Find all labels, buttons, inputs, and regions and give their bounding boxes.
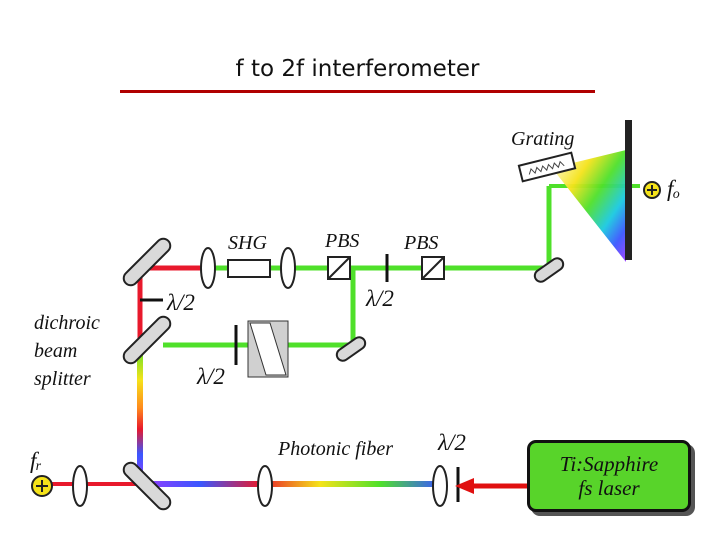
laser-label-line1: Ti:Sapphire [559,451,659,476]
grating-label: Grating [511,128,575,150]
laser-label-line2: fs laser [578,476,640,500]
lens-fiber-out [432,465,448,507]
pbs-cubes [327,256,445,280]
shg-crystal [227,259,271,278]
beam-paths [42,150,640,487]
lens-fiber-in [257,465,273,507]
dichroic-label-line3: splitter [34,368,91,390]
pbs-label-right: PBS [404,232,439,254]
spectrum-fan [552,150,626,262]
title-underline [120,90,595,93]
delay-wedges [247,320,289,378]
rainbow-beam-bottom [140,481,440,487]
mirror-top-right [533,257,565,283]
half-wave-label-3: λ/2 [197,364,225,389]
mirrors [122,237,565,511]
shg-label: SHG [228,232,267,254]
page-title: f to 2f interferometer [235,56,480,82]
grating [517,151,577,183]
dichroic-beam-splitter [122,315,172,365]
half-wave-plates [140,254,460,502]
mirror-bottom-left [122,461,172,511]
fr-label: fᵣ [30,448,43,473]
mirror-middle-right [335,336,367,362]
laser-output-arrow [455,478,527,494]
pbs-label-left: PBS [325,230,360,252]
detectors [31,181,661,497]
lenses [72,247,448,507]
half-wave-label-4: λ/2 [438,430,466,455]
dichroic-label-line2: beam [34,340,78,362]
lens-detector-fr [72,465,88,507]
lens-shg-out [280,247,296,289]
rainbow-beam-vertical [137,345,143,485]
f0-label: fₒ [667,176,680,201]
dichroic-label-line1: dichroic [34,312,100,334]
mirror-top-left [122,237,172,287]
lens-shg-in [200,247,216,289]
ti-sapphire-laser: Ti:Sapphire fs laser [527,440,691,512]
half-wave-label-2: λ/2 [366,286,394,311]
detector-screen [625,120,632,260]
photonic-fiber-label: Photonic fiber [278,438,393,460]
half-wave-label-1: λ/2 [167,290,195,315]
